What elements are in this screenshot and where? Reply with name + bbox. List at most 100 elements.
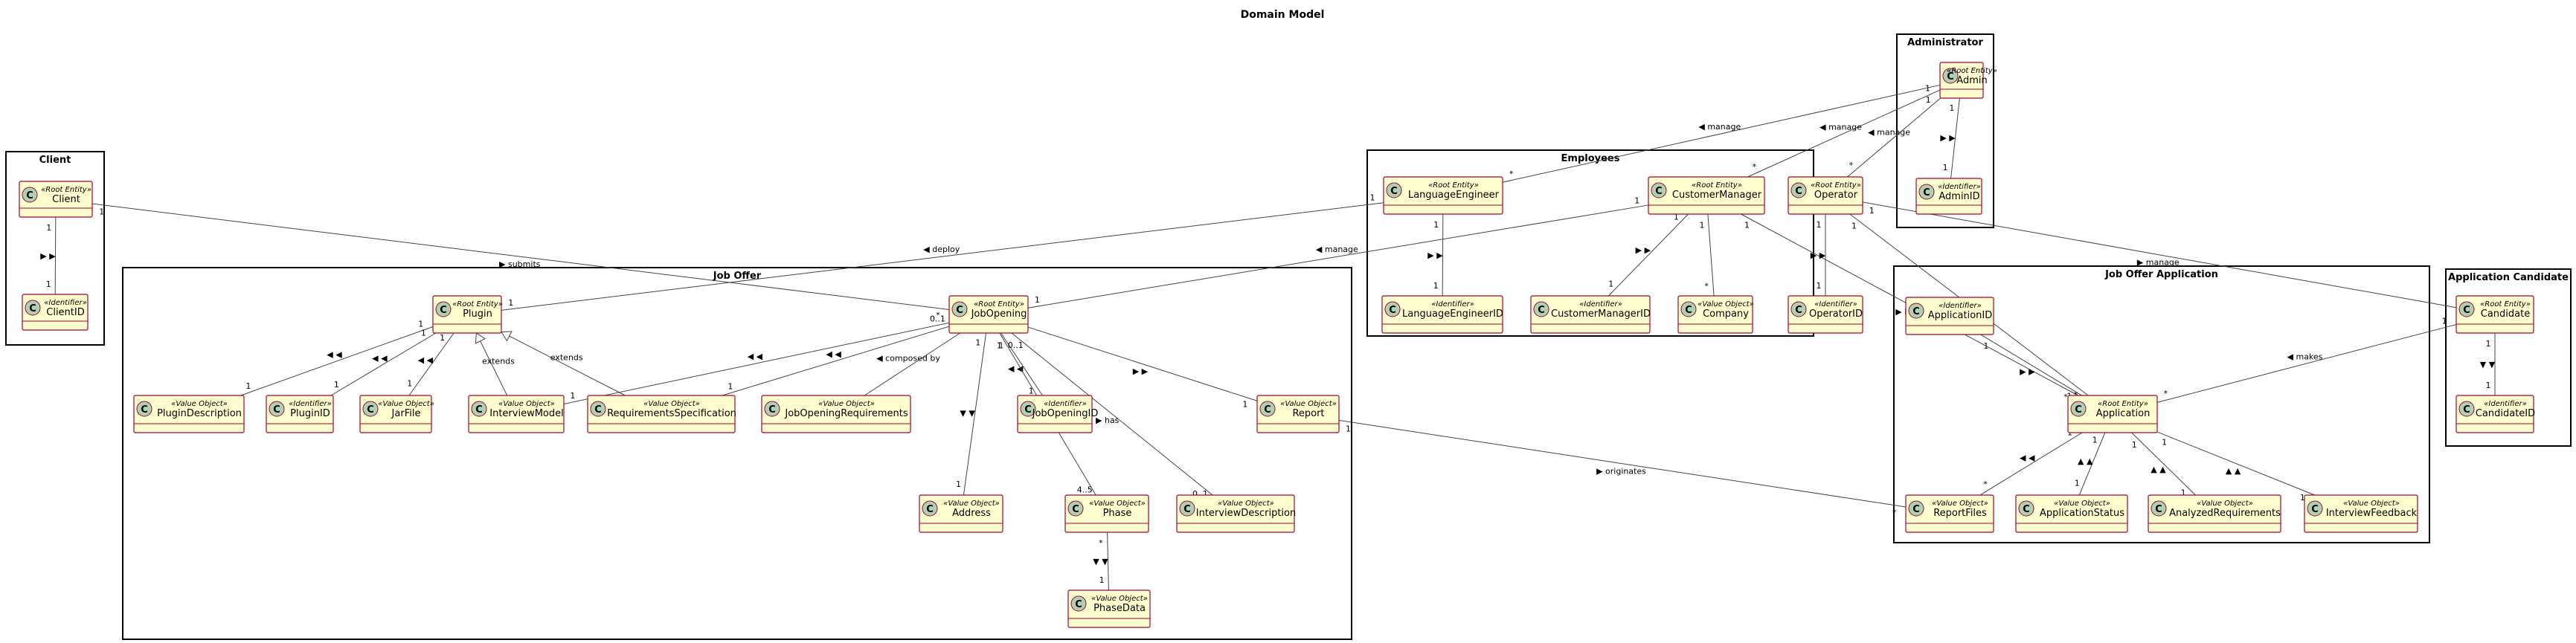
relation-label: ▶ ▶ (1636, 245, 1651, 255)
class-Company[interactable]: C«Value Object»Company (1677, 295, 1754, 334)
class-icon: C (1908, 303, 1924, 319)
class-InterviewDescription[interactable]: C«Value Object»InterviewDescription (1176, 494, 1296, 533)
class-icon: C (1680, 301, 1697, 317)
svg-text:C: C (2463, 404, 2470, 416)
class-icon: C (2458, 401, 2475, 417)
relation-label: ▲ ▲ (2078, 456, 2093, 466)
direction-arrow-icon: ▶ (499, 259, 508, 269)
relation-label: ▼ ▼ (1093, 557, 1108, 566)
class-stereotype: «Root Entity» (1692, 181, 1742, 190)
direction-arrow-icon: ▶ (1895, 307, 1904, 317)
class-Client[interactable]: C«Root Entity»Client (19, 181, 93, 218)
class-LanguageEngineerID[interactable]: C«Identifier»LanguageEngineerID (1381, 295, 1503, 334)
multiplicity: 1 (2075, 479, 2080, 488)
class-stereotype: «Value Object» (2197, 500, 2253, 508)
class-Candidate[interactable]: C«Root Entity»Candidate (2455, 295, 2534, 334)
svg-text:C: C (1183, 504, 1191, 515)
multiplicity: 1 (418, 320, 423, 329)
relation-Candidate-Application: 1*◀ makes (2156, 316, 2457, 403)
svg-text:C: C (141, 404, 148, 416)
class-stereotype: «Value Object» (2054, 500, 2110, 508)
direction-arrow-icon: ▶ (40, 251, 49, 261)
class-name: Client (52, 194, 80, 205)
multiplicity: * (1892, 508, 1897, 517)
class-ClientID[interactable]: C«Identifier»ClientID (22, 294, 89, 331)
class-stereotype: «Value Object» (1697, 300, 1754, 308)
class-PhaseData[interactable]: C«Value Object»PhaseData (1067, 589, 1151, 628)
class-LanguageEngineer[interactable]: C«Root Entity»LanguageEngineer (1383, 176, 1503, 215)
class-AdminID[interactable]: C«Identifier»AdminID (1915, 178, 1982, 215)
class-JobOpeningRequirements[interactable]: C«Value Object»JobOpeningRequirements (761, 395, 911, 433)
class-PluginDescription[interactable]: C«Value Object»PluginDescription (133, 395, 245, 433)
relation-CustomerManager-CustomerManagerID: 11▶ ▶ (1608, 213, 1689, 297)
relation-label: ▶ originates (1596, 467, 1646, 476)
class-Operator[interactable]: C«Root Entity»Operator (1788, 176, 1863, 215)
class-CustomerManager[interactable]: C«Root Entity»CustomerManager (1648, 176, 1765, 215)
multiplicity: 1 (245, 381, 251, 391)
svg-text:C: C (1390, 186, 1398, 197)
class-JarFile[interactable]: C«Value Object»JarFile (359, 395, 434, 433)
relation-Admin-Operator: 1*◀ manage (1847, 95, 1941, 178)
class-Phase[interactable]: C«Value Object»Phase (1064, 494, 1149, 533)
multiplicity: * (1753, 162, 1757, 172)
multiplicity: 1 (2092, 436, 2098, 445)
class-stereotype: «Value Object» (1089, 500, 1146, 508)
class-stereotype: «Identifier» (1431, 300, 1474, 308)
relation-label: ◀ ◀ (327, 349, 342, 359)
svg-text:C: C (475, 404, 483, 416)
multiplicity: 1 (998, 341, 1003, 351)
relation-Plugin-PluginDescription: 1 1 ◀ ◀ (240, 320, 434, 396)
multiplicity: 1 (1699, 221, 1704, 230)
class-stereotype: «Value Object» (378, 400, 434, 408)
class-JobOpening[interactable]: C«Root Entity»JobOpening (948, 295, 1029, 334)
class-name: Application (2096, 408, 2151, 419)
class-AnalyzedRequirements[interactable]: C«Value Object»AnalyzedRequirements (2148, 494, 2281, 533)
class-ReportFiles[interactable]: C«Value Object»ReportFiles (1905, 494, 1994, 533)
multiplicity: 1 (1608, 280, 1613, 289)
class-Address[interactable]: C«Value Object»Address (919, 494, 1003, 533)
class-CustomerManagerID[interactable]: C«Identifier»CustomerManagerID (1530, 295, 1651, 334)
class-InterviewFeedback[interactable]: C«Value Object»InterviewFeedback (2304, 494, 2418, 533)
class-stereotype: «Value Object» (498, 400, 555, 408)
class-Report[interactable]: C«Value Object»Report (1256, 395, 1340, 433)
multiplicity: 1 (1851, 222, 1857, 231)
multiplicity: 1 (1029, 386, 1034, 395)
class-Application[interactable]: C «Root Entity»Application (2067, 395, 2158, 433)
class-name: RequirementsSpecification (607, 408, 736, 419)
relation-label: ▶ ▶ (1133, 366, 1149, 376)
class-Admin[interactable]: C«Root Entity»Admin (1939, 62, 1997, 99)
direction-arrow-icon: ▼ (960, 409, 969, 419)
class-PluginID[interactable]: C«Identifier»PluginID (266, 395, 334, 433)
direction-arrow-icon: ▼ (2480, 360, 2489, 369)
relation-label: ◀ manage (1698, 122, 1741, 132)
class-icon: C (2070, 401, 2087, 417)
relation-Application-InterviewFeedback: 11▲ ▲ (2156, 431, 2315, 503)
direction-arrow-icon: ◀ (2287, 352, 2296, 361)
class-OperatorID[interactable]: C«Identifier»OperatorID (1788, 295, 1863, 334)
class-JobOpeningID[interactable]: C«Identifier»JobOpeningID (1017, 395, 1098, 433)
relation-label: ▶ ▶ (1427, 251, 1443, 260)
class-ApplicationStatus[interactable]: C«Value Object»ApplicationStatus (2015, 494, 2128, 533)
class-stereotype: «Root Entity» (2098, 400, 2148, 408)
class-icon: C (1179, 500, 1195, 517)
relation-label: ◀ ◀ (826, 349, 841, 359)
class-InterviewModel[interactable]: C«Value Object»InterviewModel (468, 395, 565, 433)
class-ApplicationID[interactable]: C«Identifier»ApplicationID (1905, 297, 1994, 335)
class-RequirementsSpecification[interactable]: C«Value Object»RequirementsSpecification (587, 395, 736, 433)
class-stereotype: «Root Entity» (452, 300, 503, 308)
class-Plugin[interactable]: C«Root Entity»Plugin (432, 295, 503, 334)
class-stereotype: «Value Object» (818, 400, 875, 408)
class-name: Address (952, 508, 991, 519)
svg-text:C: C (2155, 504, 2162, 515)
class-icon: C (1259, 401, 1276, 417)
class-icon: C (1942, 68, 1959, 84)
direction-arrow-icon: ▼ (1093, 557, 1102, 566)
relation-label: ▶ ▶ (40, 251, 56, 261)
relation-JobOpening-JobOpeningRequirements: ◀ composed by (864, 332, 961, 396)
multiplicity: 1 (1346, 424, 1351, 433)
multiplicity: 1 (46, 223, 51, 233)
relation-label: ◀ ◀ (2020, 453, 2035, 462)
direction-arrow-icon: ◀ (876, 354, 885, 363)
direction-arrow-icon: ◀ (2020, 453, 2029, 462)
class-CandidateID[interactable]: C«Identifier»CandidateID (2455, 395, 2535, 433)
